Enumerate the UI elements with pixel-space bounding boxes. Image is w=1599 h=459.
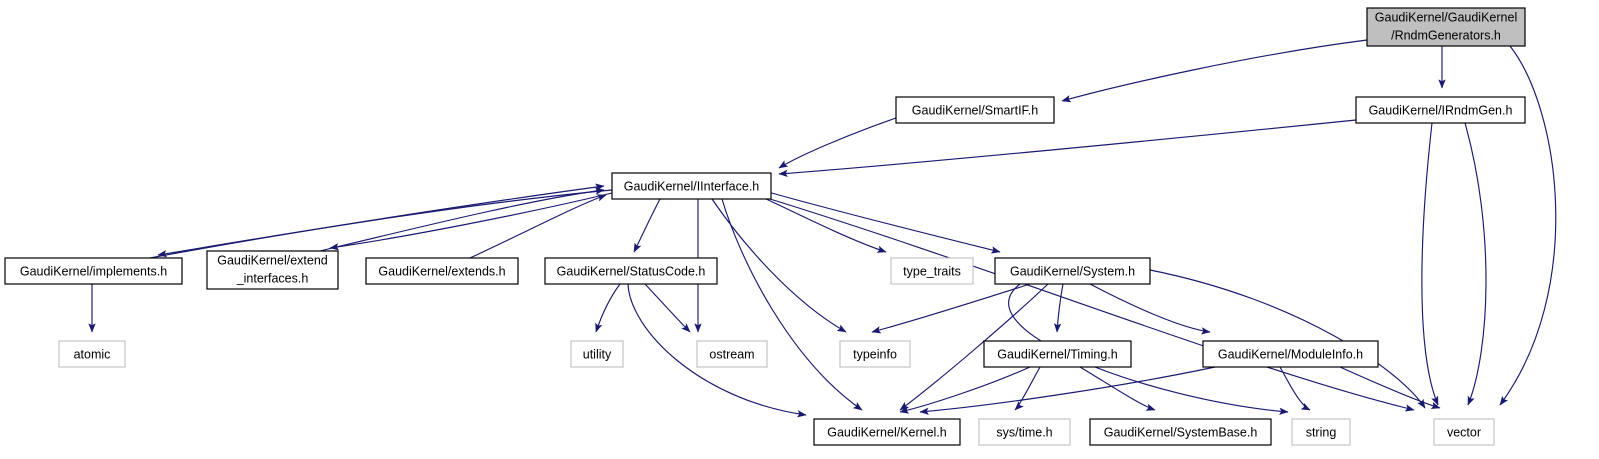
node-box[interactable] <box>58 340 126 368</box>
graph-edge <box>627 283 807 418</box>
graph-edge <box>319 187 605 252</box>
node-label: GaudiKernel/IInterface.h <box>624 179 760 193</box>
node-label: /RndmGenerators.h <box>1391 28 1501 42</box>
graph-node-ostream[interactable]: ostream <box>696 340 768 368</box>
graph-edge <box>1339 366 1441 410</box>
node-label: GaudiKernel/SmartIF.h <box>912 103 1038 117</box>
node-box[interactable] <box>1366 7 1526 47</box>
graph-edge <box>1499 45 1557 406</box>
graph-edge <box>469 194 607 259</box>
graph-node-moduleinfo[interactable]: GaudiKernel/ModuleInfo.h <box>1202 340 1379 368</box>
node-label: sys/time.h <box>996 425 1052 439</box>
graph-node-string[interactable]: string <box>1291 418 1351 446</box>
graph-edge <box>595 283 621 333</box>
graph-edge <box>644 283 691 333</box>
graph-edge <box>1149 269 1426 409</box>
node-label: GaudiKernel/Kernel.h <box>827 425 947 439</box>
node-label: string <box>1306 425 1337 439</box>
node-box[interactable] <box>994 257 1151 285</box>
graph-edge <box>759 195 887 253</box>
node-label: atomic <box>74 347 111 361</box>
graph-node-utility[interactable]: utility <box>570 340 624 368</box>
node-box[interactable] <box>206 250 339 290</box>
graph-node-implements[interactable]: GaudiKernel/implements.h <box>4 257 183 285</box>
graph-node-vector[interactable]: vector <box>1433 418 1495 446</box>
node-label: GaudiKernel/System.h <box>1010 264 1135 278</box>
node-box[interactable] <box>895 96 1055 124</box>
graph-edge <box>778 119 1357 178</box>
node-label: GaudiKernel/Timing.h <box>997 347 1117 361</box>
graph-node-system[interactable]: GaudiKernel/System.h <box>994 257 1151 285</box>
graph-edge <box>329 192 613 251</box>
graph-edge <box>767 191 1001 254</box>
graph-edge <box>1089 283 1211 335</box>
node-label: ostream <box>709 347 754 361</box>
node-box[interactable] <box>4 257 183 285</box>
graph-node-iinterface[interactable]: GaudiKernel/IInterface.h <box>611 172 772 200</box>
graph-node-typeinfo[interactable]: typeinfo <box>839 340 911 368</box>
graph-node-kernel[interactable]: GaudiKernel/Kernel.h <box>813 418 961 446</box>
node-box[interactable] <box>544 257 718 285</box>
graph-edge <box>721 198 863 411</box>
node-box[interactable] <box>696 340 768 368</box>
graph-edge <box>633 198 661 253</box>
node-box[interactable] <box>570 340 624 368</box>
node-box[interactable] <box>839 340 911 368</box>
graph-edges <box>88 39 1557 418</box>
node-label: GaudiKernel/GaudiKernel <box>1375 10 1517 24</box>
graph-node-timing[interactable]: GaudiKernel/Timing.h <box>983 340 1132 368</box>
node-box[interactable] <box>1433 418 1495 446</box>
graph-nodes: GaudiKernel/GaudiKernel/RndmGenerators.h… <box>4 7 1526 446</box>
graph-node-systembase[interactable]: GaudiKernel/SystemBase.h <box>1089 418 1272 446</box>
graph-node-irndmgen[interactable]: GaudiKernel/IRndmGen.h <box>1355 96 1526 124</box>
graph-node-systime[interactable]: sys/time.h <box>978 418 1071 446</box>
graph-edge <box>1421 122 1439 406</box>
node-label: type_traits <box>903 264 961 278</box>
node-label: utility <box>583 347 612 361</box>
node-label: GaudiKernel/SystemBase.h <box>1104 425 1258 439</box>
node-label: vector <box>1447 425 1481 439</box>
graph-node-atomic[interactable]: atomic <box>58 340 126 368</box>
graph-edge <box>899 283 1049 411</box>
node-box[interactable] <box>1355 96 1526 124</box>
node-label: GaudiKernel/IRndmGen.h <box>1369 103 1513 117</box>
graph-edge <box>778 117 897 169</box>
node-box[interactable] <box>1089 418 1272 446</box>
node-box[interactable] <box>813 418 961 446</box>
node-box[interactable] <box>1291 418 1351 446</box>
graph-edge <box>1014 366 1041 411</box>
node-box[interactable] <box>1202 340 1379 368</box>
graph-edge <box>149 183 605 259</box>
graph-edge <box>1279 366 1311 411</box>
node-box[interactable] <box>365 257 519 285</box>
graph-node-statuscode[interactable]: GaudiKernel/StatusCode.h <box>544 257 718 285</box>
node-box[interactable] <box>611 172 772 200</box>
graph-node-extends[interactable]: GaudiKernel/extends.h <box>365 257 519 285</box>
graph-node-smartif[interactable]: GaudiKernel/SmartIF.h <box>895 96 1055 124</box>
graph-edge <box>871 283 1031 334</box>
node-label: _interfaces.h <box>236 271 309 285</box>
graph-edge <box>1061 39 1368 103</box>
graph-edge <box>711 198 847 333</box>
node-box[interactable] <box>983 340 1132 368</box>
node-label: GaudiKernel/extend <box>217 253 328 267</box>
graph-node-rndmgenerators[interactable]: GaudiKernel/GaudiKernel/RndmGenerators.h <box>1366 7 1526 47</box>
graph-edge <box>1079 366 1156 411</box>
node-label: GaudiKernel/extends.h <box>378 264 505 278</box>
graph-node-extend_interfaces[interactable]: GaudiKernel/extend _interfaces.h <box>206 250 339 290</box>
graph-edge <box>769 198 1415 412</box>
graph-edge <box>899 366 1031 414</box>
graph-edge <box>1053 283 1064 333</box>
node-label: typeinfo <box>853 347 897 361</box>
graph-node-type_traits[interactable]: type_traits <box>890 257 974 285</box>
graph-edge <box>919 366 1216 415</box>
node-box[interactable] <box>978 418 1071 446</box>
node-label: GaudiKernel/ModuleInfo.h <box>1218 347 1363 361</box>
node-box[interactable] <box>890 257 974 285</box>
graph-edge <box>1464 122 1487 406</box>
node-label: GaudiKernel/implements.h <box>20 264 167 278</box>
node-label: GaudiKernel/StatusCode.h <box>557 264 706 278</box>
